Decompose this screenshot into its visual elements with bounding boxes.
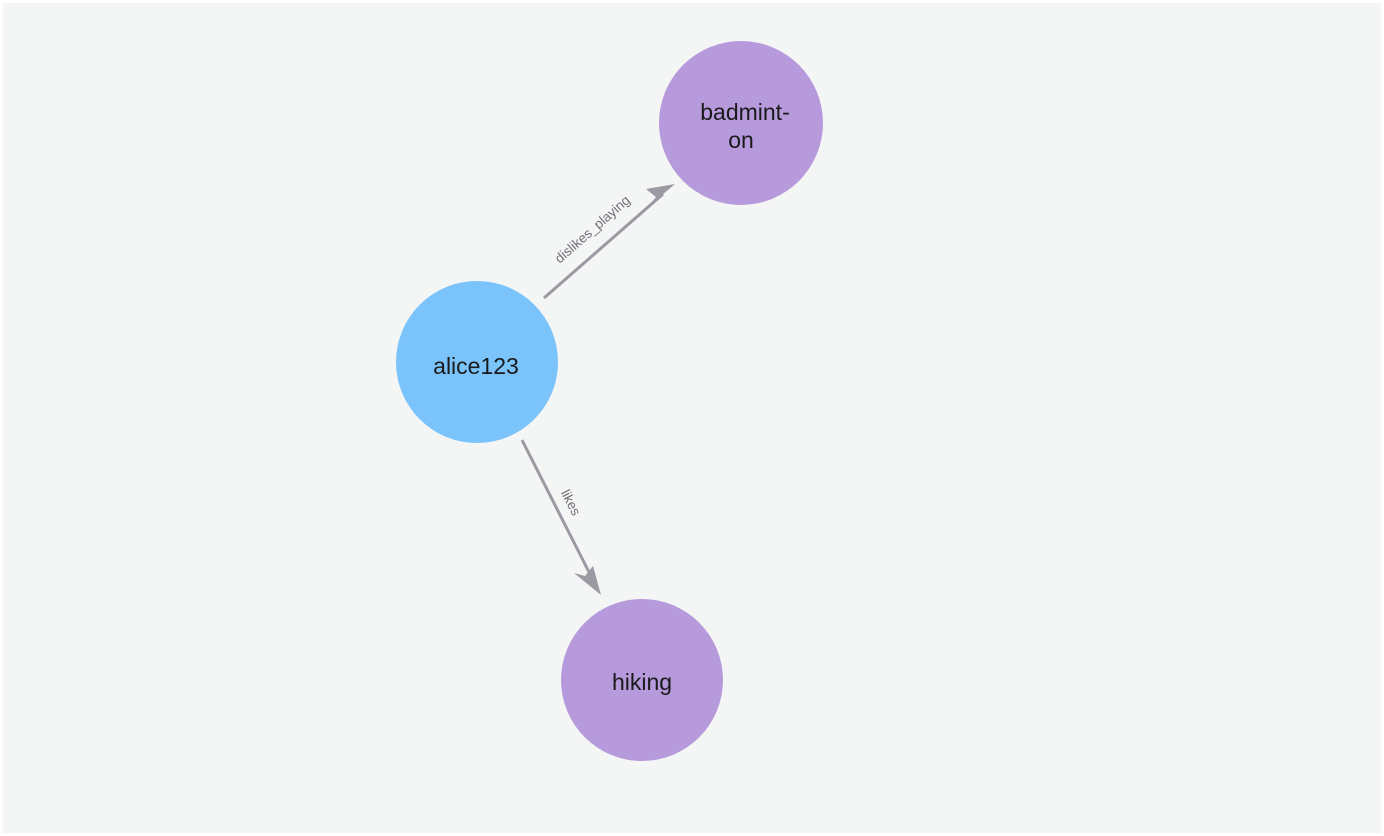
node-circle-alice123[interactable] [396,281,558,443]
edge-line-likes [520,439,595,581]
node-alice123[interactable]: alice123 [396,281,558,443]
edge-alice123-badminton[interactable]: dislikes_playing [543,184,675,300]
node-hiking[interactable]: hiking [561,599,723,761]
node-circle-badminton[interactable] [659,41,823,205]
edge-arrowhead-dislikes-playing [646,184,675,206]
node-badminton[interactable]: badmint- on [659,41,823,205]
edge-alice123-hiking[interactable]: likes [520,439,601,595]
nodes-layer: badmint- on alice123 hiking [396,41,823,761]
graph-svg: dislikes_playing likes badmint- on alice… [396,41,823,761]
edge-label-likes: likes [558,487,584,518]
edge-line-dislikes-playing [543,192,664,300]
node-circle-hiking[interactable] [561,599,723,761]
edge-arrowhead-likes [574,566,601,595]
